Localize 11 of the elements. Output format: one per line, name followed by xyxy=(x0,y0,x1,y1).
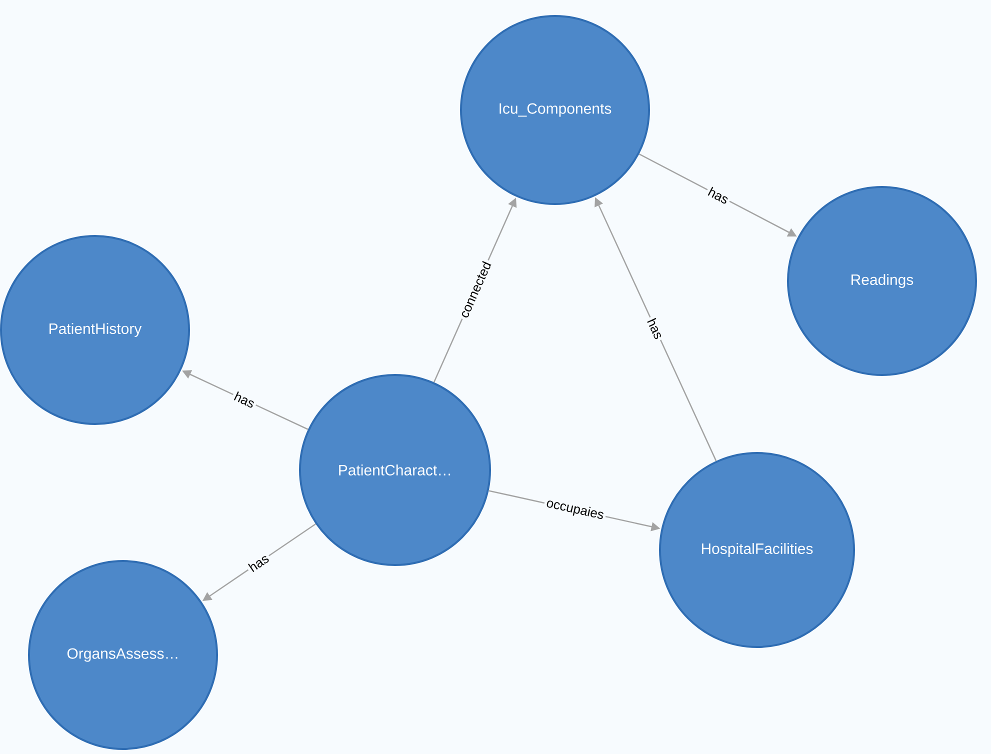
circle-node: OrgansAssess… xyxy=(28,560,218,750)
circle-node: PatientHistory xyxy=(0,235,190,425)
circle-node: HospitalFacilities xyxy=(659,452,855,648)
circle-node: Icu_Components xyxy=(460,15,650,205)
edge-label: has xyxy=(647,318,661,340)
edge-label: has xyxy=(248,556,269,572)
circle-node: Readings xyxy=(787,186,977,376)
circle-node: PatientCharact… xyxy=(299,374,491,566)
edge-label: has xyxy=(234,391,254,408)
edge-label: occupaies xyxy=(546,500,604,519)
edge-label: has xyxy=(708,186,728,204)
